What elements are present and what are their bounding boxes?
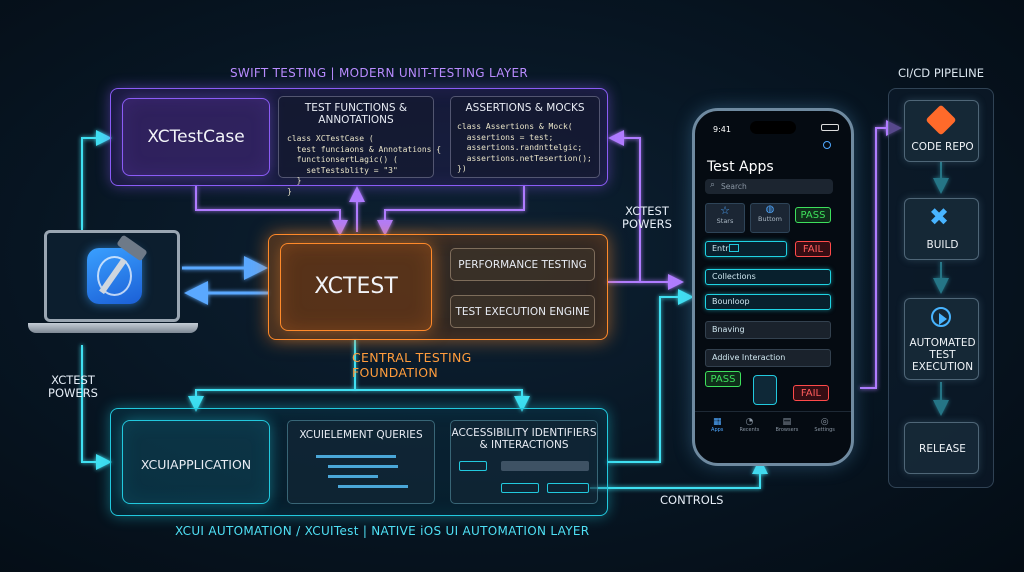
battery-icon [821,124,839,131]
mac-laptop [28,230,198,345]
tab-bar: ▦ Apps ◔ Recents ▤ Browsers ◎ Settings [703,417,843,447]
search-placeholder: Search [721,182,747,191]
xctest-box: XCTEST [280,243,432,331]
central-foundation-caption: CENTRAL TESTING FOUNDATION [352,350,472,380]
tab-browsers[interactable]: ▤ Browsers [775,417,798,447]
test-functions-title: TEST FUNCTIONS & ANNOTATIONS [304,102,408,126]
tile-stars-label: Stars [716,217,734,225]
tab-recents-label: Recents [739,427,760,433]
xcui-layer-title: XCUI AUTOMATION / XCUITest | NATIVE iOS … [175,524,590,538]
a11y-node-1 [459,461,487,471]
assertions-title: ASSERTIONS & MOCKS [465,102,585,114]
tab-apps[interactable]: ▦ Apps [711,417,723,447]
a11y-node-3 [501,483,539,493]
star-icon: ☆ [720,204,730,217]
test-execution-engine-box: TEST EXECUTION ENGINE [450,295,595,328]
tab-apps-label: Apps [711,427,724,433]
tab-browsers-label: Browsers [775,427,799,433]
search-bar[interactable]: ⌕ Search [705,179,833,194]
xcuielement-queries-label: XCUIELEMENT QUERIES [299,429,423,441]
controls-label: CONTROLS [660,493,724,507]
xcuielement-queries-box: XCUIELEMENT QUERIES [287,420,435,504]
play-check-icon [931,307,951,327]
row-collections[interactable]: Collections [705,269,831,285]
tab-settings[interactable]: ◎ Settings [814,417,835,447]
stage-code-repo: CODE REPO [904,100,979,162]
laptop-base [28,323,198,333]
query-tree-line-3 [328,475,378,478]
xctest-label: XCTEST [314,274,398,299]
git-icon [925,104,957,136]
row-bnaving[interactable]: Bnaving [705,321,831,339]
row-bounloop[interactable]: Bounloop [705,294,831,310]
a11y-node-4 [547,483,589,493]
right-powers-label: XCTEST POWERS [622,204,672,231]
xcode-icon [87,234,148,304]
a11y-node-2 [501,461,589,471]
tools-icon: ✖ [929,203,950,231]
app-title: Test Apps [707,159,774,175]
tile-button-label: Buttom [758,215,782,223]
wire-xctest-to-xcui [188,340,356,412]
accessibility-box: ACCESSIBILITY IDENTIFIERS & INTERACTIONS [450,420,598,504]
browsers-icon: ▤ [782,417,792,427]
device-test-icon [753,375,777,405]
test-functions-box: TEST FUNCTIONS & ANNOTATIONS class XCTes… [278,96,441,196]
swift-layer-title: SWIFT TESTING | MODERN UNIT-TESTING LAYE… [230,66,528,80]
stage-automated-test: AUTOMATED TEST EXECUTION [904,298,979,380]
left-powers-label: XCTEST POWERS [48,373,98,400]
iphone-device: 9:41 Test Apps ⌕ Search ☆ Stars ◍ Buttom… [692,108,854,466]
laptop-screen [44,230,180,322]
row-interaction[interactable]: Addive Interaction [705,349,831,367]
assertions-box: ASSERTIONS & MOCKS class Assertions & Mo… [450,96,600,178]
tile-button[interactable]: ◍ Buttom [750,203,790,233]
search-icon: ⌕ [710,180,716,190]
stage-automated-test-label: AUTOMATED TEST EXECUTION [909,337,976,373]
entry-checkbox[interactable] [729,244,739,252]
stage-release-label: RELEASE [919,443,966,455]
person-icon: ◍ [765,204,775,215]
fail-badge-bottom: FAIL [793,385,829,401]
tab-recents[interactable]: ◔ Recents [739,417,759,447]
wire-xctest-to-xcui-right [355,389,530,412]
row-entry[interactable]: Entri [705,241,787,257]
xcuiapplication-box: XCUIAPPLICATION [122,420,270,504]
stage-code-repo-label: CODE REPO [911,141,974,153]
wire-xcui-to-phone [607,289,694,463]
assertions-code: class Assertions & Mock( assertions = te… [457,122,592,173]
pass-badge-bottom: PASS [705,371,741,387]
xctestcase-label: XCTestCase [147,127,245,147]
tab-bar-divider [695,411,851,412]
accessibility-label: ACCESSIBILITY IDENTIFIERS & INTERACTIONS [451,427,597,451]
more-icon[interactable] [823,141,831,149]
fail-badge-top: FAIL [795,241,831,257]
tile-stars[interactable]: ☆ Stars [705,203,745,233]
test-functions-code: class XCTestCase ( test funciaons & Anno… [287,134,442,196]
test-execution-engine-label: TEST EXECUTION ENGINE [455,306,590,318]
stage-build-label: BUILD [926,239,959,251]
status-time: 9:41 [713,125,731,134]
pipeline-title: CI/CD PIPELINE [897,66,985,80]
apps-icon: ▦ [712,417,722,427]
performance-testing-label: PERFORMANCE TESTING [458,259,587,271]
performance-testing-box: PERFORMANCE TESTING [450,248,595,281]
tab-settings-label: Settings [814,427,835,433]
query-tree-line-2 [328,465,398,468]
wire-laptop-to-xcui [81,345,112,470]
settings-icon: ◎ [820,417,829,427]
xcuiapplication-label: XCUIAPPLICATION [140,457,252,472]
dynamic-island [750,121,796,134]
wire-laptop-to-swift [81,130,112,230]
recents-icon: ◔ [745,417,754,427]
stage-build: ✖ BUILD [904,198,979,260]
xctestcase-box: XCTestCase [122,98,270,176]
query-tree-line-1 [316,455,396,458]
pass-badge-top: PASS [795,207,831,223]
stage-release: RELEASE [904,422,979,474]
query-tree-line-4 [338,485,408,488]
